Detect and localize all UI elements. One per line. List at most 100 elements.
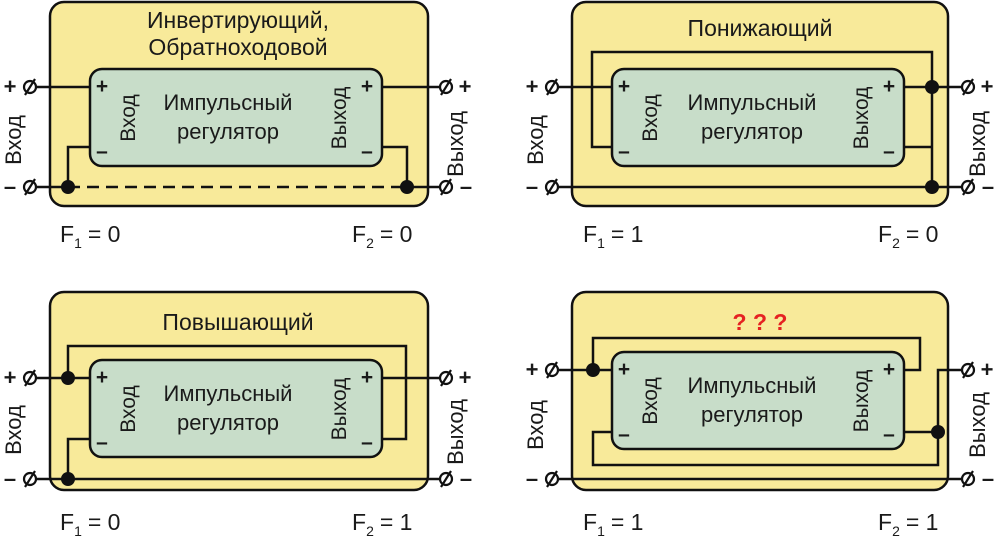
side-input-label: Вход [1,405,26,455]
junction-dot [61,180,75,194]
regulator-block [88,67,384,168]
block-in-plus: + [618,358,630,381]
panel-boost: Повышающий Импульсный регулятор Вход Вых… [1,290,472,536]
block-out-minus: – [361,140,373,163]
block-in-plus: + [96,366,108,389]
regulator-label-line1: Импульсный [164,381,293,406]
wire-input-minus [36,145,90,189]
regulator-label-line1: Импульсный [688,373,817,398]
input-plus-sign: + [4,365,17,390]
wire-feedthrough-loop [590,50,934,187]
block-input-label: Вход [117,385,140,433]
terminal-input-plus [22,78,38,96]
wire-feedthrough-loop [591,336,922,372]
wire-input-minus [591,430,940,467]
junction-dot [925,180,939,194]
input-plus-sign: + [526,357,539,382]
input-plus-sign: + [526,74,539,99]
terminal-input-plus [544,78,560,96]
input-minus-sign: – [4,174,16,199]
regulator-block [88,358,384,459]
terminal-output-plus [438,78,454,96]
input-minus-sign: – [526,174,538,199]
wire-feedthrough-loop [66,344,408,441]
panel-buck: Понижающий Импульсный регулятор Вход Вых… [523,0,994,251]
output-plus-sign: + [459,365,472,390]
block-out-plus: + [361,75,373,98]
f1-label: F1= 0 [60,509,120,536]
block-output-label: Выход [850,87,873,150]
panel-title: ? ? ? [733,309,788,335]
terminal-input-plus [544,361,560,379]
regulator-label-line2: регулятор [177,119,279,144]
side-input-label: Вход [523,115,548,165]
terminal-output-minus [438,470,454,488]
input-minus-sign: – [4,466,16,491]
f1-label: F1= 0 [60,221,120,251]
f2-label: F2= 1 [878,509,938,536]
regulator-label-line1: Импульсный [688,90,817,115]
output-plus-sign: + [981,357,994,382]
block-in-minus: – [96,140,108,163]
block-out-minus: – [883,140,895,163]
junction-dot [400,180,414,194]
side-output-label: Выход [965,111,990,177]
wire-output-minus [904,368,962,434]
regulator-label-line2: регулятор [177,410,279,435]
f1-label: F1= 1 [583,509,643,536]
junction-dot [586,363,600,377]
block-out-plus: + [883,358,895,381]
terminal-input-minus [22,178,38,196]
regulator-block [610,67,906,168]
regulator-label-line2: регулятор [701,119,803,144]
terminal-output-plus [960,78,976,96]
side-input-label: Вход [1,115,26,165]
f2-label: F2= 0 [878,221,938,251]
junction-dot [61,371,75,385]
junction-dot [61,472,75,486]
block-out-minus: – [883,423,895,446]
terminal-output-plus [960,361,976,379]
block-input-label: Вход [639,377,662,425]
terminal-output-minus [960,470,976,488]
block-in-minus: – [618,423,630,446]
block-out-plus: + [361,366,373,389]
wire-output-minus [382,145,440,189]
block-output-label: Выход [328,378,351,441]
terminal-output-minus [960,178,976,196]
output-minus-sign: – [460,466,472,491]
side-input-label: Вход [523,400,548,450]
f1-label: F1= 1 [583,221,643,251]
regulator-block [610,350,906,451]
junction-dot [925,80,939,94]
output-minus-sign: – [460,174,472,199]
block-in-minus: – [96,431,108,454]
panel-title-line1: Инвертирующий, [147,7,329,33]
block-output-label: Выход [850,370,873,433]
terminal-output-minus [438,178,454,196]
junction-dot [931,425,945,439]
output-plus-sign: + [981,74,994,99]
output-minus-sign: – [982,466,994,491]
panel-inverting: Инвертирующий, Обратноходовой Импульсный… [1,0,472,251]
side-output-label: Выход [965,392,990,458]
side-output-label: Выход [443,399,468,465]
terminal-input-plus [22,369,38,387]
terminal-output-plus [438,369,454,387]
panel-unknown: ? ? ? Импульсный регулятор Вход Выход + … [523,290,994,536]
f2-label: F2= 0 [352,221,412,251]
panel-title-line2: Обратноходовой [148,34,327,60]
regulator-label-line1: Импульсный [164,90,293,115]
block-out-plus: + [883,75,895,98]
terminal-input-minus [544,470,560,488]
output-plus-sign: + [459,74,472,99]
output-minus-sign: – [982,174,994,199]
block-input-label: Вход [117,94,140,142]
input-plus-sign: + [4,74,17,99]
panel-title: Повышающий [162,309,313,335]
block-in-minus: – [618,140,630,163]
regulator-label-line2: регулятор [701,402,803,427]
input-minus-sign: – [526,466,538,491]
block-in-plus: + [618,75,630,98]
